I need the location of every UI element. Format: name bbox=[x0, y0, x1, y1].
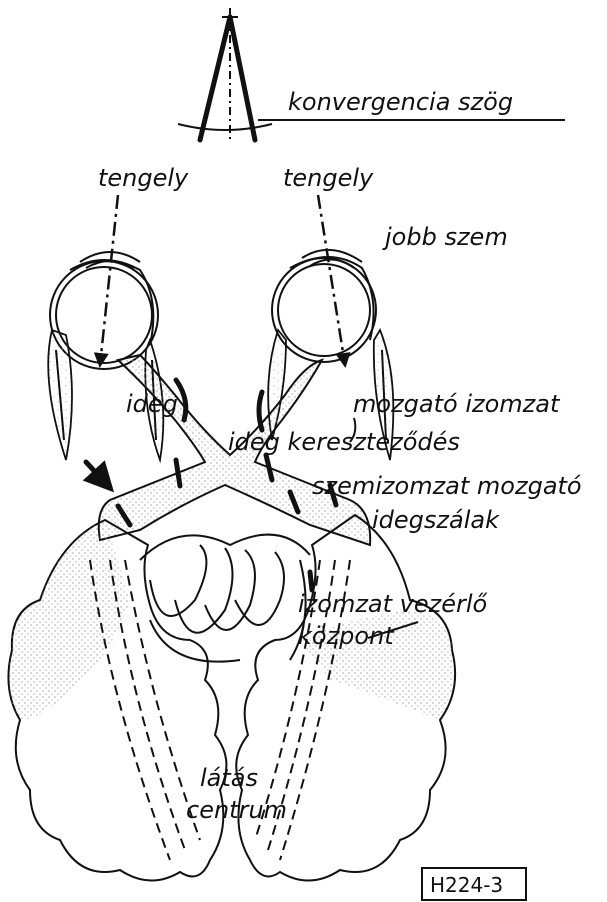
label-axis-right: tengely bbox=[283, 164, 374, 192]
label-visual-center-1: látás bbox=[200, 764, 258, 792]
label-right-eye: jobb szem bbox=[382, 223, 508, 251]
figure-code-box: H224-3 bbox=[422, 868, 526, 900]
figure-code: H224-3 bbox=[430, 873, 503, 897]
label-eye-muscle-nerves-2: idegszálak bbox=[372, 506, 500, 534]
left-eye-muscle-outer bbox=[48, 330, 72, 460]
label-visual-center-2: centrum bbox=[186, 796, 287, 824]
right-eyeball bbox=[272, 250, 376, 362]
label-muscle-control-1: izomzat vezérlő bbox=[298, 590, 488, 618]
label-nerve-left: ideg bbox=[126, 390, 178, 418]
muscle-control-loops bbox=[140, 535, 310, 662]
convergence-apex bbox=[178, 8, 565, 140]
right-hemisphere bbox=[236, 515, 455, 881]
label-axis-left: tengely bbox=[98, 164, 189, 192]
label-convergence-angle: konvergencia szög bbox=[288, 88, 513, 116]
label-eye-muscle-nerves-1: szemizomzat mozgató bbox=[312, 472, 582, 500]
visual-axis-right bbox=[318, 195, 345, 365]
left-hemisphere bbox=[8, 520, 226, 881]
label-moving-muscles: mozgató izomzat bbox=[353, 390, 561, 418]
label-muscle-control-2: központ bbox=[298, 622, 395, 650]
label-nerve-crossing: ideg kereszteződés bbox=[228, 428, 460, 456]
visual-axis-left bbox=[100, 195, 118, 365]
